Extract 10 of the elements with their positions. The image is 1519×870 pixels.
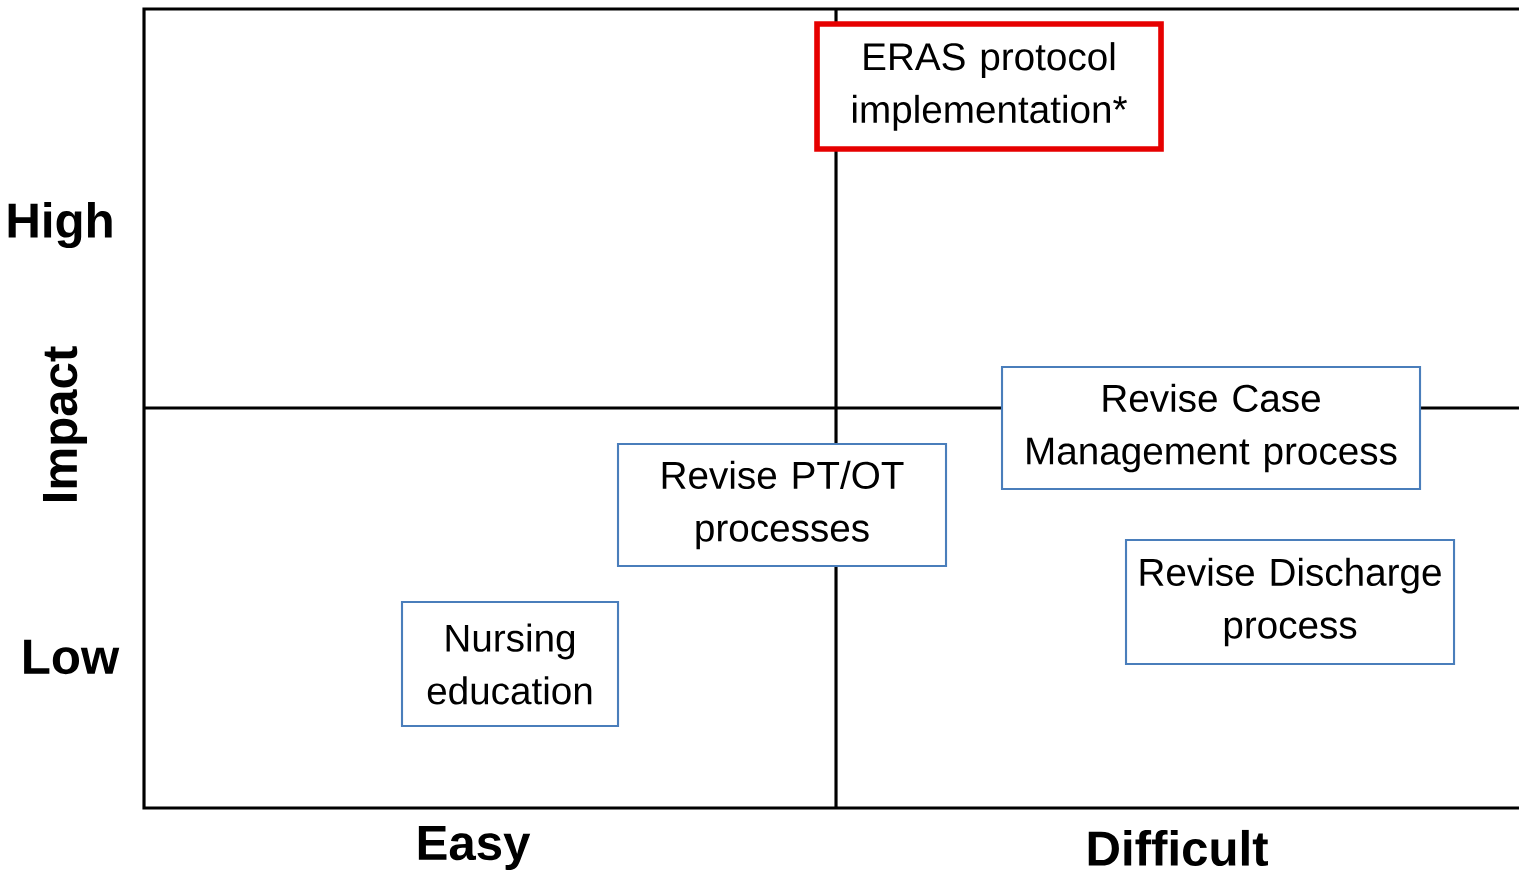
text-box: Revise Case Management process — [1000, 365, 1422, 491]
axis-label: Easy — [418, 825, 531, 870]
axis-label: High — [8, 201, 112, 248]
text-box: Revise Discharge process — [1124, 538, 1456, 666]
axis-label: Low — [24, 639, 120, 675]
axis-label: Difficult — [1088, 829, 1268, 867]
text-box: Revise PT/OT processes — [616, 442, 948, 568]
axis-title: Impact — [43, 346, 87, 501]
text-box: ERAS protocol implementation* — [814, 21, 1164, 152]
text-box: Nursing education — [400, 600, 620, 728]
